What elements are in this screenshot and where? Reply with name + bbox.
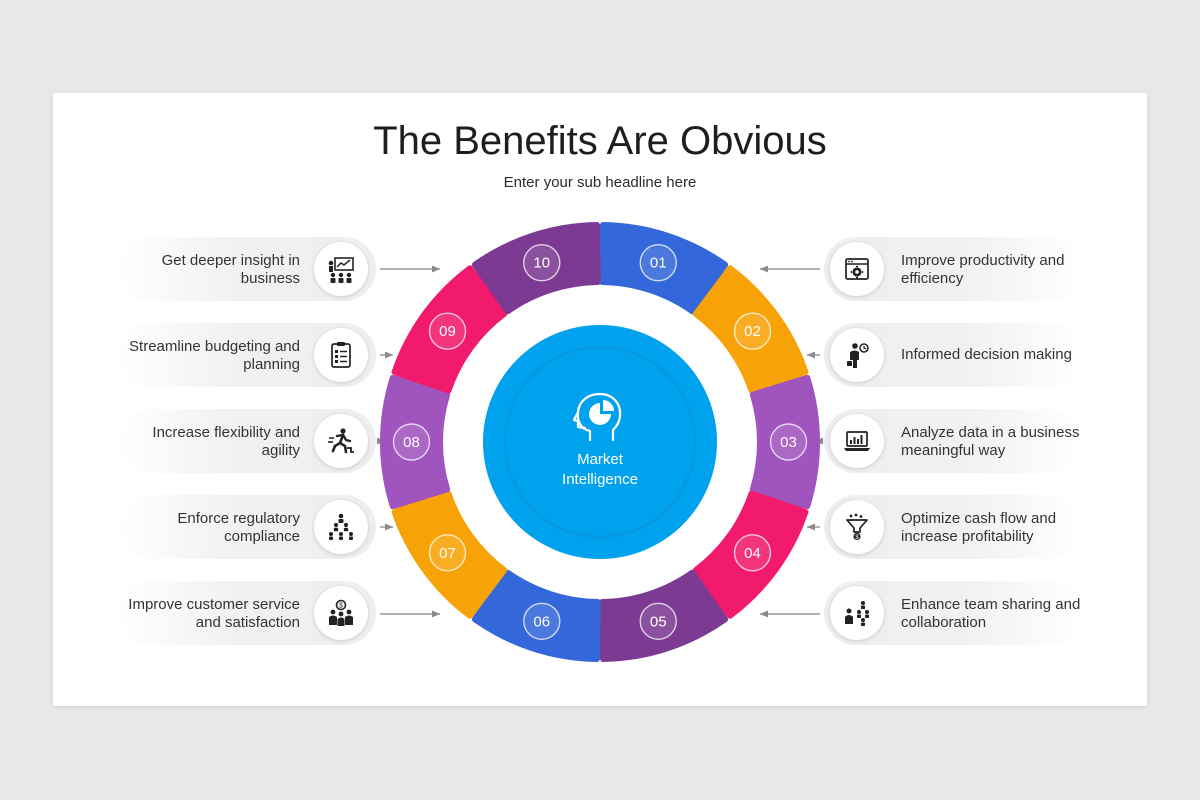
page-subtitle: Enter your sub headline here <box>503 174 697 191</box>
segment-number-label: 03 <box>780 434 797 451</box>
hierarchy-people-icon <box>314 500 368 554</box>
ring-segment-07 <box>391 490 508 619</box>
left-item-label: Streamline budgeting and planning <box>110 338 300 374</box>
page-title: The Benefits Are Obvious <box>373 119 827 163</box>
segment-number-badge <box>523 602 561 640</box>
presentation-audience-icon <box>314 242 368 296</box>
funnel-coin-icon: $ <box>830 500 884 554</box>
ring-segment-06 <box>471 569 601 662</box>
ring-segment-08 <box>380 374 451 510</box>
left-item-label-line2: business <box>240 270 300 287</box>
right-item-label-line1: Informed decision making <box>901 346 1072 363</box>
segment-number-label: 10 <box>533 255 550 272</box>
segment-number-label: 07 <box>439 545 456 562</box>
right-item-label-line1: Improve productivity and <box>901 252 1065 269</box>
left-item-label-line1: Get deeper insight in <box>161 252 300 269</box>
segment-number-badge <box>523 244 561 282</box>
right-item-label: Optimize cash flow and increase profitab… <box>901 510 1091 546</box>
segment-number-label: 01 <box>650 255 667 272</box>
segment-number-label: 06 <box>533 613 550 630</box>
right-item-label-line1: Optimize cash flow and <box>901 510 1057 527</box>
laptop-chart-icon <box>830 414 884 468</box>
left-item-label-line1: Increase flexibility and <box>152 424 300 441</box>
right-item-label-line1: Enhance team sharing and <box>901 596 1081 613</box>
left-item-label-line2: compliance <box>224 528 300 545</box>
left-item-label-line2: and satisfaction <box>195 614 300 631</box>
right-item-label-line1: Analyze data in a business <box>901 424 1080 441</box>
businessman-clock-icon <box>830 328 884 382</box>
right-item-label-line2: collaboration <box>901 614 987 631</box>
svg-text:$: $ <box>339 603 343 610</box>
left-item-label-line1: Enforce regulatory <box>177 510 300 527</box>
segment-number-badge <box>733 534 772 572</box>
right-item-label: Informed decision making <box>901 346 1091 364</box>
center-label: Market Intelligence <box>520 450 680 490</box>
left-item-label-line2: agility <box>261 442 300 459</box>
running-man-icon <box>314 414 368 468</box>
ring-segment-04 <box>692 490 809 619</box>
left-item-label: Increase flexibility and agility <box>110 424 300 460</box>
segment-number-badge <box>769 423 808 461</box>
right-item-label: Enhance team sharing and collaboration <box>901 596 1091 632</box>
center-inner-circle <box>503 345 697 539</box>
right-item-label-line2: increase profitability <box>901 528 1034 545</box>
center-label-line2: Intelligence <box>562 471 638 488</box>
head-pie-chart-icon <box>572 392 622 442</box>
segment-number-badge <box>639 602 677 640</box>
ring-segment-09 <box>391 265 508 394</box>
right-item-label: Improve productivity and efficiency <box>901 252 1091 288</box>
clipboard-checklist-icon <box>314 328 368 382</box>
right-item-label-line2: meaningful way <box>901 442 1006 459</box>
segment-number-badge <box>428 312 467 350</box>
ring-segment-10 <box>471 222 601 315</box>
left-item-label: Improve customer service and satisfactio… <box>110 596 300 632</box>
segment-number-label: 08 <box>403 434 420 451</box>
left-item-label-line2: planning <box>243 356 300 373</box>
ring-segment-05 <box>599 569 729 662</box>
right-item-label-line2: efficiency <box>901 270 964 287</box>
segment-number-label: 05 <box>650 613 667 630</box>
left-item-label: Enforce regulatory compliance <box>110 510 300 546</box>
team-sharing-icon <box>830 586 884 640</box>
center-label-line1: Market <box>577 451 623 468</box>
segment-number-badge <box>639 244 677 282</box>
left-item-label: Get deeper insight in business <box>110 252 300 288</box>
ring-segment-01 <box>599 222 729 315</box>
segment-number-label: 09 <box>439 323 456 340</box>
left-item-label-line1: Improve customer service <box>128 596 300 613</box>
customer-support-icon: $ <box>314 586 368 640</box>
left-item-label-line1: Streamline budgeting and <box>129 338 300 355</box>
ring-segment-03 <box>749 374 820 510</box>
segment-number-label: 04 <box>744 545 761 562</box>
segment-number-label: 02 <box>744 323 761 340</box>
ring-segment-02 <box>692 265 809 394</box>
browser-gear-icon <box>830 242 884 296</box>
segment-number-badge <box>392 423 431 461</box>
segment-number-badge <box>733 312 772 350</box>
svg-text:$: $ <box>855 535 859 541</box>
right-item-label: Analyze data in a business meaningful wa… <box>901 424 1091 460</box>
segment-number-badge <box>428 534 467 572</box>
